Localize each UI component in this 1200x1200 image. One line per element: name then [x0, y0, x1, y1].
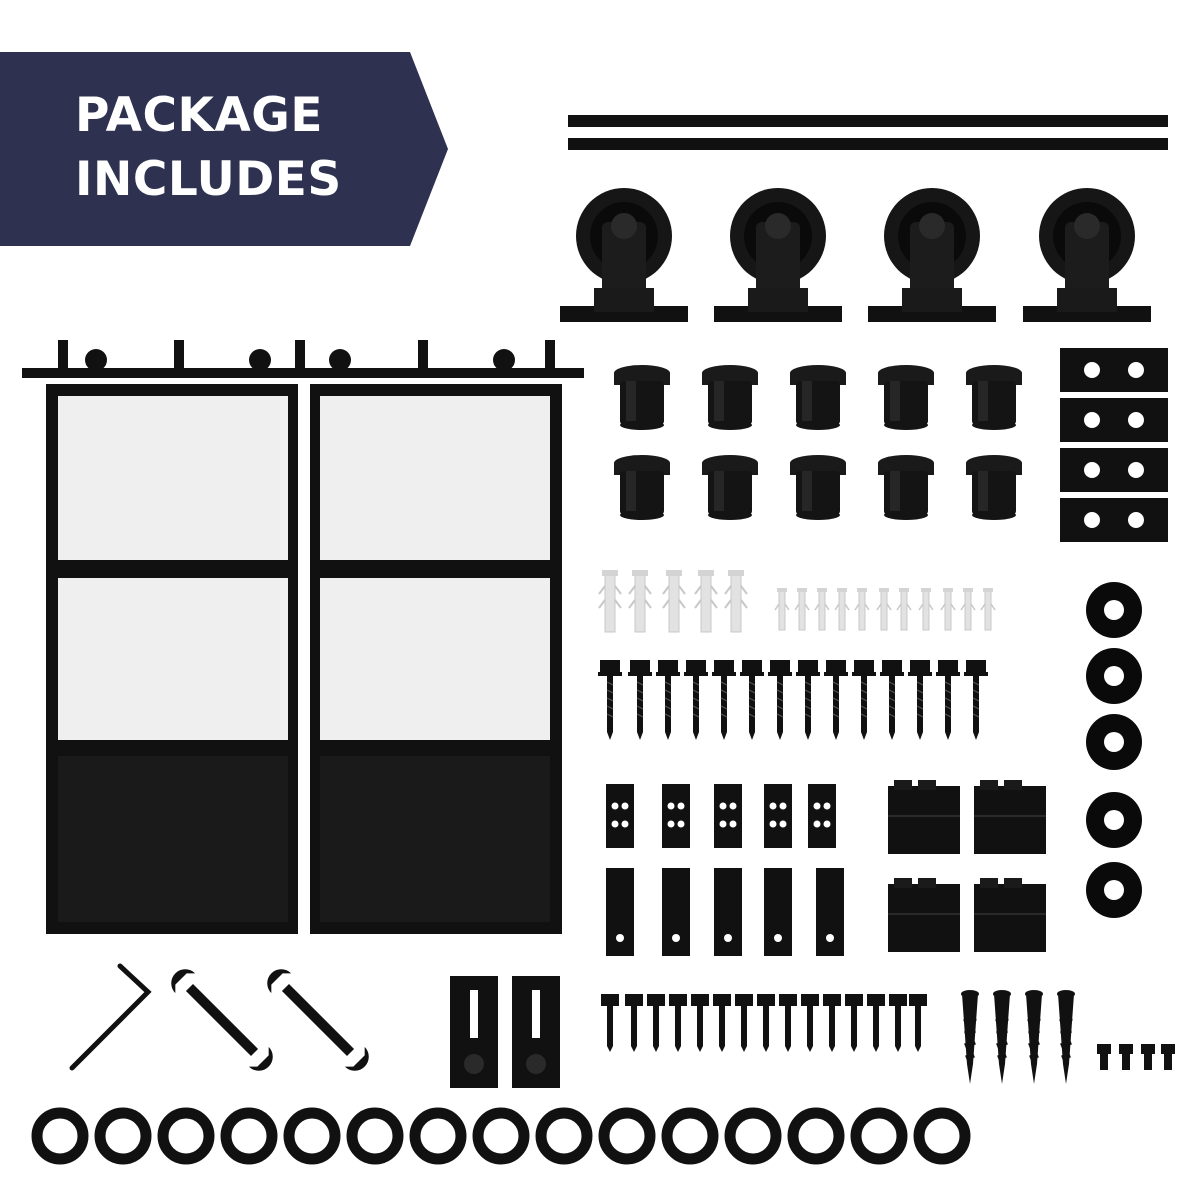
banner-line-2: INCLUDES	[75, 152, 342, 207]
ring-spacer-icon	[37, 1113, 965, 1159]
bypass-door-icon	[22, 340, 584, 934]
connector-plate-icon	[1060, 348, 1168, 542]
wood-screw-icon	[961, 990, 1075, 1084]
wall-anchor-icon	[598, 569, 996, 633]
banner-line-1: PACKAGE	[75, 88, 323, 143]
wrench-icon	[171, 969, 369, 1071]
lag-screw-icon-short	[601, 994, 927, 1052]
stop-bracket-icon	[606, 784, 844, 956]
small-bolt-icon	[1097, 1044, 1175, 1070]
anti-jump-block-icon	[887, 779, 1047, 953]
hex-key-icon	[69, 963, 152, 1071]
banner-title: PACKAGE INCLUDES	[75, 84, 415, 212]
washer-icon	[1086, 582, 1142, 918]
track-rail-icon	[568, 115, 1168, 150]
spacer-bushing-icon	[614, 365, 1022, 520]
banner-shape	[0, 52, 448, 246]
lag-screw-icon	[597, 659, 989, 741]
roller-hanger-icon	[560, 188, 1151, 322]
banner-background	[0, 52, 448, 246]
floor-guide-icon	[450, 976, 560, 1088]
